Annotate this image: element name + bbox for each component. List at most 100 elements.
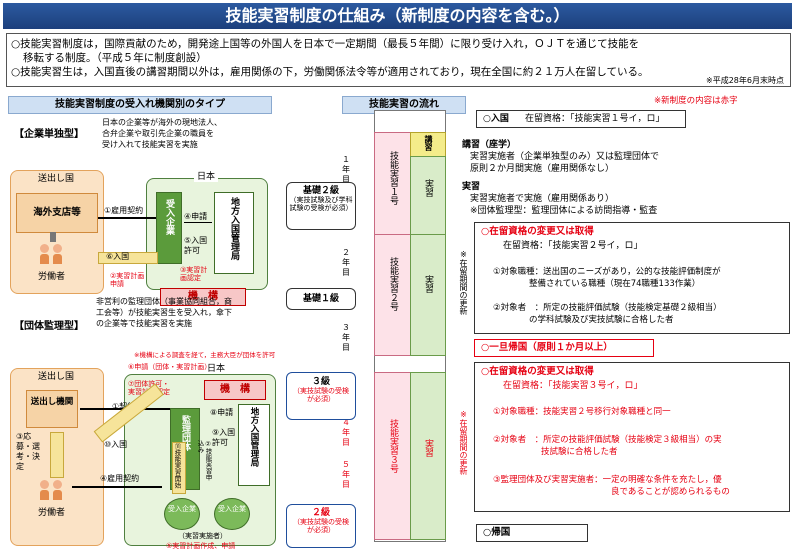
- col2-label: 技能実習２号: [388, 257, 398, 311]
- type1-overseas-branch-box: 海外支店等: [16, 193, 98, 233]
- type2-japan: 日本: [204, 364, 229, 374]
- left-section-title: 技能実習制度の受入れ機関別のタイプ: [8, 96, 272, 114]
- summary-notice: ○技能実習制度は，国際貢献のため，開発途上国等の外国人を日本で一定期間（最長５年…: [6, 33, 791, 87]
- change2-status: 在留資格：「技能実習３号イ，ロ」: [503, 381, 643, 391]
- type2-step8: ⑧申請: [210, 408, 234, 417]
- type1-regional-bureau-box: 地方入国管理局: [214, 192, 254, 274]
- side-note1: ※在留期間の更新: [459, 250, 468, 315]
- change2-person2: 技試験に合格した者: [541, 447, 618, 457]
- type2-step2: ②技能実習申込み: [196, 440, 212, 481]
- exam4-sub: （実技試験の受検が必須）: [293, 518, 349, 534]
- practice3-label: 実習: [423, 439, 433, 457]
- exam4-box: ２級 （実技試験の受検が必須）: [286, 504, 356, 548]
- type2-step6: ⑥申請（団体・実習計画）: [128, 363, 212, 371]
- entry-box: ○入国 在留資格：「技能実習１号イ，ロ」: [476, 110, 686, 128]
- type2-regional-bureau: 地方入国管理局: [249, 407, 259, 467]
- exam1-sub: （実技試験及び学科試験の受検が必須）: [289, 196, 353, 212]
- change2-person1: ②対象者 ：所定の技能評価試験（技能検定３級相当）の実: [493, 435, 722, 445]
- type2-supervising: 監理団体: [180, 415, 190, 451]
- change2-cond2: 良であることが認められるもの: [611, 487, 730, 497]
- type1-label: 【企業単独型】: [14, 129, 84, 140]
- col2-box: 技能実習２号: [374, 234, 412, 356]
- type1-desc1: 日本の企業等が海外の現地法人、: [102, 118, 222, 127]
- change1-person1: ②対象者 ：所定の技能評価試験（技能検定基礎２級相当）: [493, 303, 722, 313]
- change1-job2: 整備されている職種（現在74職種133作業）: [529, 279, 701, 289]
- type2-selection-arrow: [50, 432, 64, 478]
- page-title: 技能実習制度の仕組み（新制度の内容を含む。）: [3, 3, 792, 29]
- type2-step10: ⑩入国: [104, 440, 128, 449]
- type1-branch-down-arrow: [50, 232, 56, 242]
- type1-step2: ②実習計画申請: [110, 272, 145, 288]
- type1-entry-arrow: [98, 252, 158, 264]
- type1-org-box: 機 構: [160, 288, 246, 306]
- notice-line3: ○技能実習生は，入国直後の講習期間以外は，雇用関係の下，労働関係法令等が適用され…: [11, 66, 649, 78]
- return-temp: ○一旦帰国（原則１か月以上）: [481, 342, 613, 353]
- year3-label: ３年目: [342, 323, 350, 352]
- type2-co1: 受入企業: [168, 505, 196, 513]
- return-final: ○帰国: [483, 527, 511, 538]
- side-note2: ※在留期間の更新: [459, 410, 468, 475]
- type1-step1: ①雇用契約: [104, 206, 144, 215]
- change1-job1: ①対象職種：送出国のニーズがあり，公的な技能評価制度が: [493, 267, 721, 277]
- year1-label: １年目: [342, 155, 350, 184]
- practice2-label: 実習: [423, 275, 433, 293]
- notice-line1: ○技能実習制度は，国際貢献のため，開発途上国等の外国人を日本で一定期間（最長５年…: [11, 38, 640, 50]
- exam3-title: ３級: [311, 377, 330, 387]
- type1-regional-bureau: 地方入国管理局: [229, 197, 239, 260]
- type2-desc3: の企業等で技能実習を実施: [96, 319, 192, 328]
- change1-status: 在留資格：「技能実習２号イ，ロ」: [503, 241, 643, 251]
- type2-desc1: 非営利の監理団体（事業協同組合，商: [96, 297, 232, 306]
- type2-sending-country: 送出し国: [38, 372, 75, 382]
- type2-worker: 労働者: [38, 508, 66, 518]
- lecture-line2: 原則２か月間実施（雇用関係なし）: [470, 164, 615, 174]
- exam1-box: 基礎２級 （実技試験及び学科試験の受検が必須）: [286, 182, 356, 230]
- type1-overseas-branch: 海外支店等: [33, 207, 81, 218]
- col1-box: 技能実習１号: [374, 132, 412, 236]
- change2-box: ○在留資格の変更又は取得 在留資格：「技能実習３号イ，ロ」 ①対象職種：技能実習…: [474, 362, 790, 512]
- type2-start-arrow: ⑪技能実習開始: [172, 442, 186, 494]
- type1-step3: ③実習計画認定: [180, 266, 208, 282]
- change2-job: ①対象職種：技能実習２号移行対象職種と同一: [493, 407, 671, 417]
- lecture-line1: 実習実施者（企業単独型のみ）又は監理団体で: [470, 152, 660, 162]
- col1-label: 技能実習１号: [388, 151, 398, 205]
- exam4-title: ２級: [311, 508, 330, 518]
- type2-worker-icons: [40, 480, 64, 502]
- practice-line1: 実習実施者で実施（雇用関係あり）: [470, 194, 615, 204]
- change2-title: ○在留資格の変更又は取得: [481, 366, 594, 377]
- type1-contract-arrow: [98, 217, 156, 219]
- type2-step4: ④雇用契約: [100, 474, 140, 483]
- practice1-label: 実習: [423, 179, 433, 197]
- lecture-label: 講習: [424, 135, 433, 151]
- type2-org-box: 機 構: [204, 380, 266, 400]
- entry-title: ○入国: [483, 114, 509, 124]
- notice-line2: 移転する制度。（平成５年に制度創設）: [23, 52, 207, 64]
- type1-apply-arrow: [184, 222, 212, 223]
- change1-person2: の学科試験及び実技試験に合格した者: [529, 315, 674, 325]
- type2-step5: ⑤実習計画作成、申請: [166, 542, 236, 550]
- type2-regional-bureau-box: 地方入国管理局: [238, 404, 270, 486]
- type2-sending-org-box: 送出し機関: [26, 390, 78, 428]
- change1-box: ○在留資格の変更又は取得 在留資格：「技能実習２号イ，ロ」 ①対象職種：送出国の…: [474, 222, 790, 334]
- return-final-box: ○帰国: [476, 524, 588, 542]
- type2-selection: ③応募・選考・決定: [16, 432, 40, 471]
- type2-label: 【団体監理型】: [14, 321, 84, 332]
- type2-step9: ⑨入国許可: [212, 428, 236, 447]
- type2-desc2: 工会等）が技能実習生を受入れ，傘下: [96, 308, 232, 317]
- type2-implementer: （実習実施者）: [178, 532, 227, 540]
- lecture-box: 講習: [410, 132, 446, 158]
- type1-japan: 日本: [194, 172, 219, 182]
- type1-desc2: 合弁企業や取引先企業の職員を: [102, 129, 214, 138]
- exam3-box: ３級 （実技試験の受検が必須）: [286, 372, 356, 420]
- red-note: ※新制度の内容は赤字: [654, 96, 738, 106]
- type1-desc3: 受け入れて技能実習を実施: [102, 140, 198, 149]
- exam3-sub: （実技試験の受検が必須）: [293, 387, 349, 403]
- type1-receiving-company: 受入企業: [164, 199, 174, 235]
- exam1-title: 基礎２級: [302, 186, 339, 196]
- practice-line2: ※団体監理型：監理団体による訪問指導・監査: [470, 206, 658, 216]
- change1-title: ○在留資格の変更又は取得: [481, 226, 594, 237]
- type1-worker-icons: [40, 244, 64, 266]
- practice3-box: 実習: [410, 372, 446, 540]
- type1-step6: ⑥入国: [106, 252, 130, 261]
- exam2-title: 基礎１級: [302, 294, 339, 304]
- year5-label: ５年目: [342, 460, 350, 489]
